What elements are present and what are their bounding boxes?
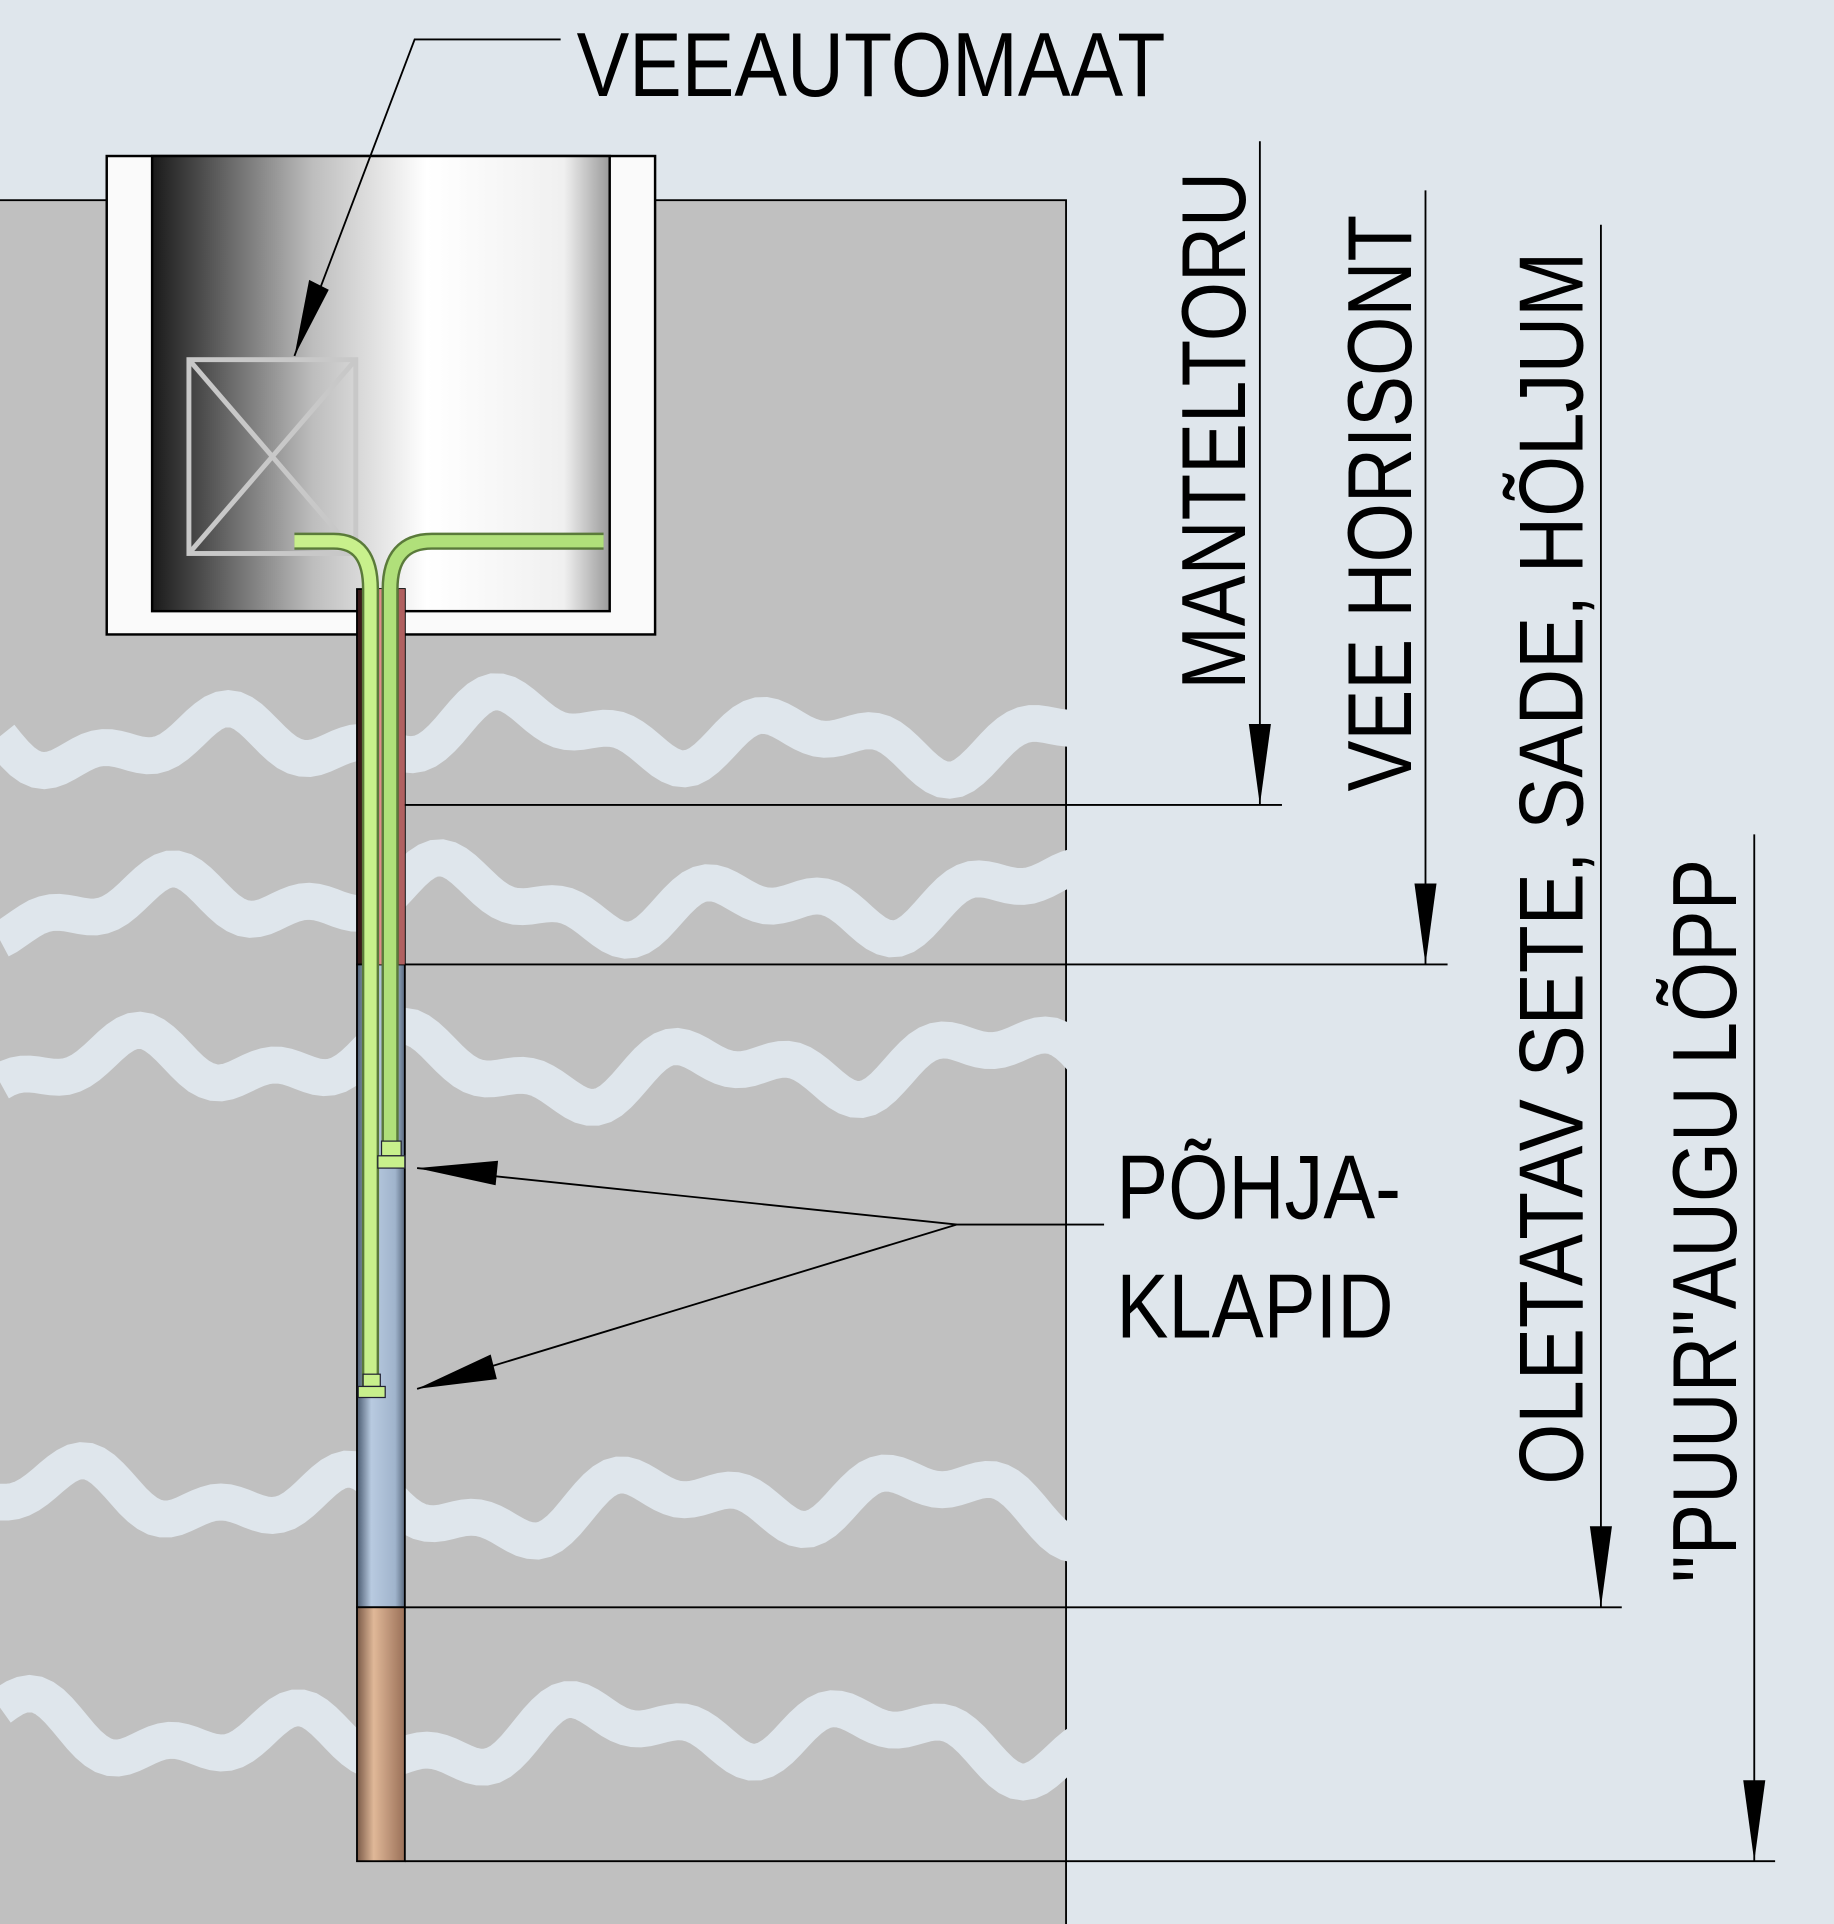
- soil-wave-2: [0, 839, 1155, 959]
- arrow-water-horizon-icon: [1414, 883, 1437, 965]
- pipe-red-edge: [398, 589, 405, 965]
- label-borehole-end: "PUUR"AUGU LÕPP: [1655, 859, 1756, 1583]
- arrow-sediment-icon: [1589, 1526, 1612, 1608]
- arrow-borehole-end-icon: [1743, 1780, 1766, 1862]
- label-foot-valves-1: PÕHJA-: [1116, 1137, 1401, 1238]
- label-foot-valves-2: KLAPID: [1116, 1256, 1393, 1357]
- arrowheads: [294, 279, 1766, 1862]
- label-sediment: OLETATAV SETE, SADE, HÕLJUM: [1502, 252, 1603, 1485]
- soil-layer-waves: [0, 673, 1155, 1801]
- foot-valve-upper: [377, 1155, 406, 1169]
- arrow-casing-icon: [1248, 724, 1271, 805]
- label-casing-pipe: MANTELTORU: [1164, 172, 1265, 690]
- label-water-automat: VEEAUTOMAAT: [577, 15, 1166, 116]
- arrow-valve-upper-icon: [417, 1160, 499, 1186]
- soil-wave-4: [0, 1442, 1147, 1563]
- water-automat-box: [186, 357, 359, 556]
- dimension-lines: [293, 38, 1776, 1863]
- label-water-horizon: VEE HORISONT: [1330, 215, 1431, 792]
- casing-tan-section: [356, 1606, 406, 1863]
- arrow-valve-lower-icon: [417, 1354, 497, 1389]
- foot-valve-lower: [357, 1385, 386, 1399]
- soil-wave-5: [0, 1674, 1142, 1801]
- soil-wave-3: [0, 1007, 1145, 1126]
- arrow-automat-icon: [294, 279, 329, 356]
- soil-wave-1: [0, 673, 1142, 799]
- suction-pipes: [294, 532, 604, 1399]
